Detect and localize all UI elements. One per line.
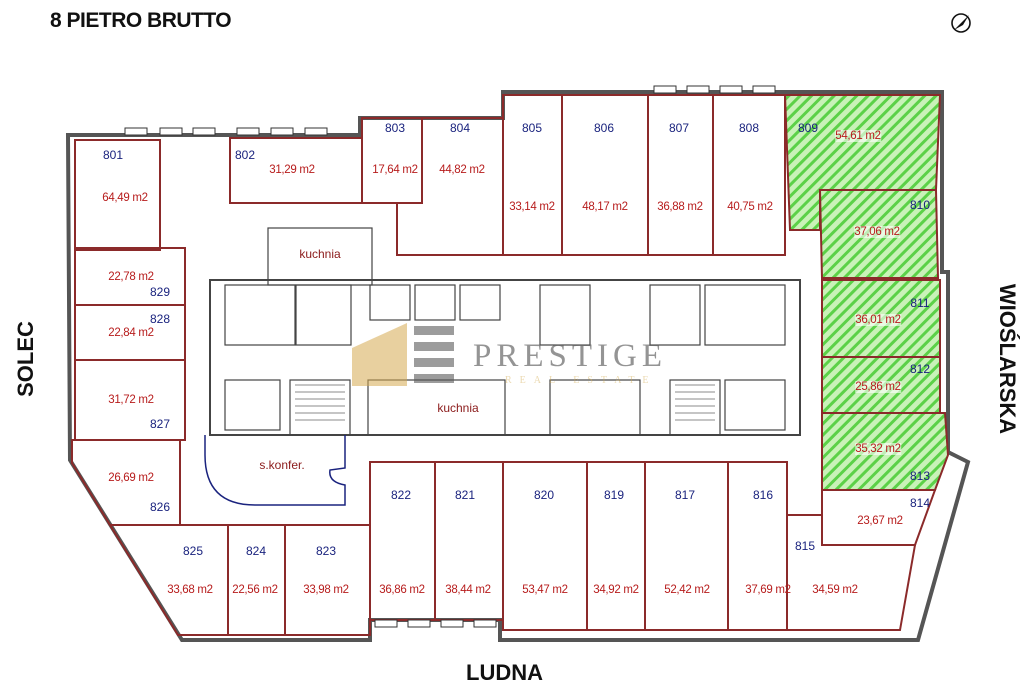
room-number: 817 [674, 488, 696, 502]
core-details [204, 227, 786, 506]
room-area: 22,78 m2 [108, 271, 154, 283]
room-number: 821 [454, 488, 476, 502]
room-area: 31,72 m2 [108, 394, 154, 406]
street-label-east: WIOŚLARSKA [995, 283, 1021, 435]
room-number: 805 [521, 121, 543, 135]
room-number: 823 [315, 544, 337, 558]
room-805-outline [502, 94, 563, 256]
room-number: 810 [909, 198, 931, 212]
room-804-outline [396, 117, 504, 256]
room-number: 811 [910, 296, 930, 310]
compass-north-arrow-icon [951, 13, 971, 33]
room-824-outline [227, 524, 286, 636]
room-area: 22,56 m2 [232, 584, 278, 596]
room-area: 36,01 m2 [855, 314, 901, 326]
room-number: 825 [182, 544, 204, 558]
room-number: 827 [149, 417, 171, 431]
room-number: 819 [603, 488, 625, 502]
room-801-outline [74, 139, 161, 251]
room-807-outline [647, 94, 714, 256]
room-area: 34,59 m2 [812, 584, 858, 596]
room-number: 809 [797, 121, 819, 135]
street-label-west: SOLEC [12, 321, 38, 397]
room-area: 31,29 m2 [269, 164, 315, 176]
room-number: 829 [149, 285, 171, 299]
room-number: 820 [533, 488, 555, 502]
room-area: 37,69 m2 [745, 584, 791, 596]
room-area: 26,69 m2 [108, 472, 154, 484]
room-area: 35,32 m2 [855, 443, 901, 455]
watermark-tagline: REAL ESTATE [505, 375, 657, 386]
room-area: 36,86 m2 [379, 584, 425, 596]
room-area: 52,42 m2 [664, 584, 710, 596]
room-number: 806 [593, 121, 615, 135]
room-area: 25,86 m2 [855, 381, 901, 393]
room-number: 813 [909, 469, 931, 483]
room-area: 40,75 m2 [727, 201, 773, 213]
room-area: 33,68 m2 [167, 584, 213, 596]
kitchen-bottom-label: kuchnia [437, 401, 479, 415]
room-number: 812 [909, 362, 931, 376]
room-area: 53,47 m2 [522, 584, 568, 596]
room-number: 822 [390, 488, 412, 502]
room-area: 33,14 m2 [509, 201, 555, 213]
room-number: 807 [668, 121, 690, 135]
room-number: 808 [738, 121, 760, 135]
room-number: 815 [794, 539, 816, 553]
room-number: 802 [234, 148, 256, 162]
room-808-outline [712, 94, 786, 256]
street-label-south: LUDNA [466, 660, 543, 685]
floor-title: 8 PIETRO BRUTTO [50, 9, 232, 32]
room-823-outline [284, 524, 371, 636]
room-area: 33,98 m2 [303, 584, 349, 596]
room-number: 828 [149, 312, 171, 326]
room-822-outline [369, 461, 436, 621]
room-815-outline [786, 514, 917, 631]
prestige-logo-icon [352, 323, 454, 386]
room-number: 826 [149, 500, 171, 514]
room-821-outline [434, 461, 504, 621]
room-area: 37,06 m2 [854, 226, 900, 238]
room-area: 44,82 m2 [439, 164, 485, 176]
room-area: 54,61 m2 [835, 130, 881, 142]
conference-room-label: s.konfer. [259, 458, 305, 472]
room-number: 801 [102, 148, 124, 162]
room-number: 824 [245, 544, 267, 558]
room-area: 22,84 m2 [108, 327, 154, 339]
room-829-outline [74, 247, 186, 306]
room-number: 816 [752, 488, 774, 502]
room-number: 814 [909, 496, 931, 510]
room-area: 38,44 m2 [445, 584, 491, 596]
room-area: 34,92 m2 [593, 584, 639, 596]
watermark-brand: PRESTIGE [473, 338, 668, 374]
room-area: 48,17 m2 [582, 201, 628, 213]
room-number: 804 [449, 121, 471, 135]
room-number: 803 [384, 121, 406, 135]
room-area: 64,49 m2 [102, 192, 148, 204]
room-825-outline [108, 524, 229, 636]
windows [124, 85, 776, 628]
room-area: 36,88 m2 [657, 201, 703, 213]
room-area: 17,64 m2 [372, 164, 418, 176]
room-area: 23,67 m2 [857, 515, 903, 527]
room-806-outline [561, 94, 649, 256]
kitchen-top-label: kuchnia [299, 247, 341, 261]
